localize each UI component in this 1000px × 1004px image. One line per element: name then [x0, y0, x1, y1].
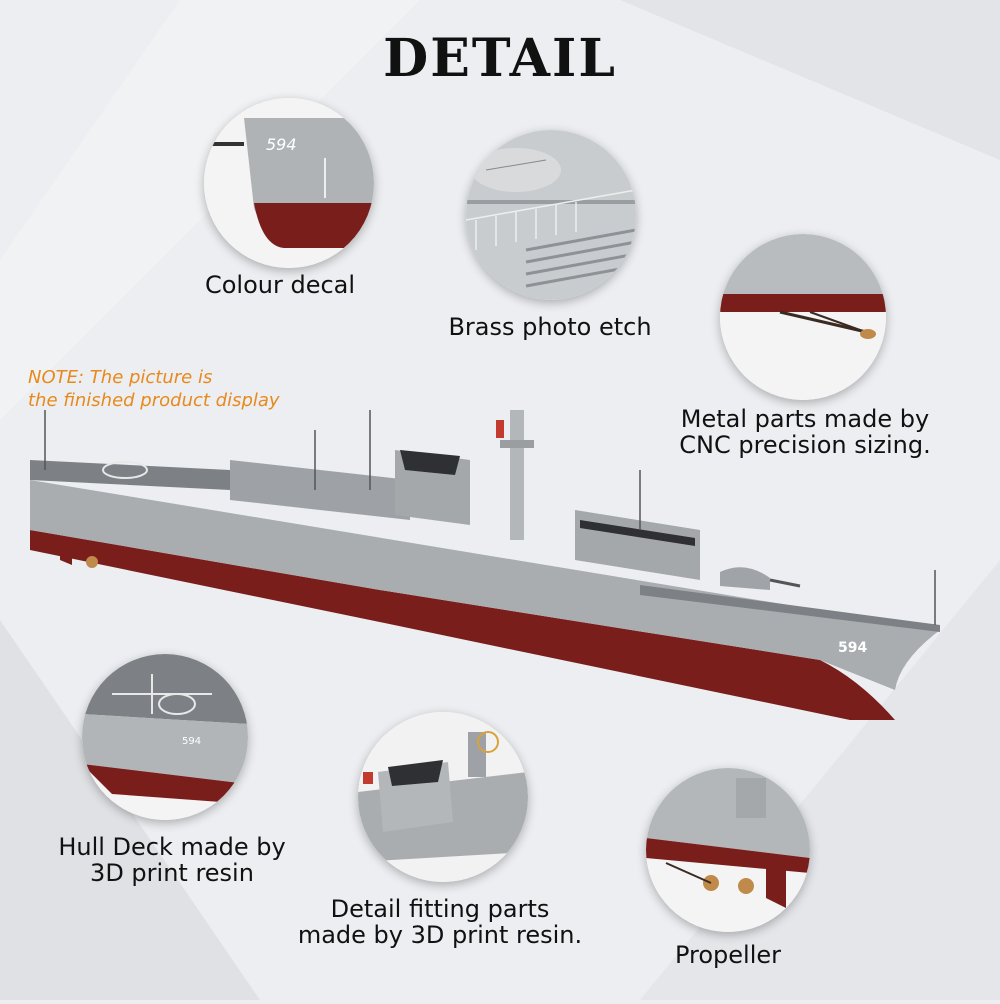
ship-model-image: 594 [0, 390, 1000, 730]
caption-metal-parts-line-1: Metal parts made by [680, 405, 930, 433]
detail-metal-parts-image [720, 234, 886, 400]
detail-fitting-parts-image [358, 712, 528, 882]
deck-hull-number: 594 [182, 736, 201, 747]
product-note: NOTE: The picture is the finished produc… [28, 366, 348, 412]
caption-fitting-parts-line-2: made by 3D print resin. [297, 921, 583, 949]
detail-propeller-image [646, 768, 810, 932]
caption-hull-deck-line-1: Hull Deck made by [58, 833, 286, 861]
caption-propeller: Propeller [674, 941, 782, 969]
caption-photo-etch: Brass photo etch [448, 313, 652, 341]
decal-hull-number: 594 [266, 135, 297, 154]
caption-metal-parts: Metal parts made by CNC precision sizing… [660, 406, 950, 458]
caption-hull-deck: Hull Deck made by 3D print resin [42, 834, 302, 886]
note-line-2: the finished product display [28, 390, 280, 411]
caption-hull-deck-line-2: 3D print resin [90, 859, 254, 887]
caption-colour-decal: Colour decal [204, 271, 356, 299]
caption-fitting-parts: Detail fitting parts made by 3D print re… [280, 896, 600, 948]
caption-metal-parts-line-2: CNC precision sizing. [679, 431, 931, 459]
page-title: DETAIL [383, 28, 617, 89]
caption-fitting-parts-line-1: Detail fitting parts [330, 895, 550, 923]
ship-hull-number: 594 [838, 640, 867, 656]
detail-hull-deck-image: 594 [82, 654, 248, 820]
note-line-1: NOTE: The picture is [28, 367, 213, 388]
detail-photo-etch-image [466, 130, 636, 300]
detail-colour-decal-image: 594 [204, 98, 374, 268]
